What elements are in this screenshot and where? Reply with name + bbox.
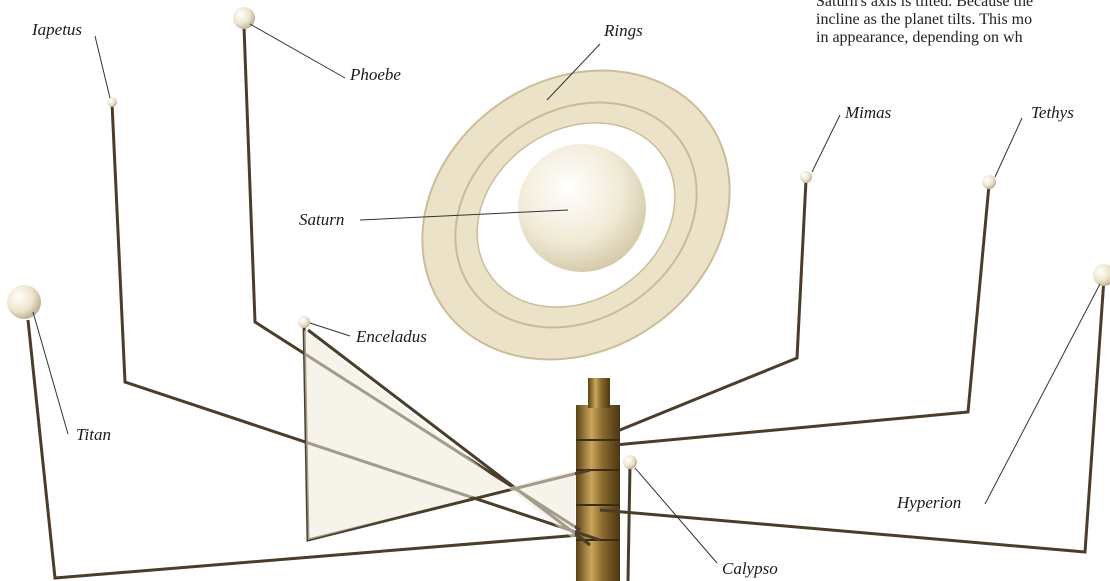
label-calypso: Calypso [722,560,778,577]
label-rings: Rings [604,22,643,39]
label-tethys: Tethys [1031,104,1074,121]
label-phoebe: Phoebe [350,66,401,83]
label-titan: Titan [76,426,111,443]
label-enceladus: Enceladus [356,328,427,345]
hyperion-moon [1093,264,1110,286]
label-hyperion: Hyperion [897,494,961,511]
caption-line: Saturn's axis is tilted. Because the [816,0,1110,11]
titan-moon [7,285,41,319]
label-mimas: Mimas [845,104,891,121]
enceladus-moon [298,316,310,328]
brass-column [576,378,620,581]
caption-line: in appearance, depending on wh [816,29,1110,47]
mimas-moon [800,171,812,183]
caption-text: Saturn's axis is tilted. Because the inc… [816,0,1110,47]
calypso-moon [623,455,637,469]
saturn-planet [518,144,646,272]
tethys-moon [982,175,996,189]
label-iapetus: Iapetus [32,21,82,38]
phoebe-moon [233,7,255,29]
iapetus-moon [107,97,117,107]
label-saturn: Saturn [299,211,344,228]
caption-line: incline as the planet tilts. This mo [816,11,1110,29]
